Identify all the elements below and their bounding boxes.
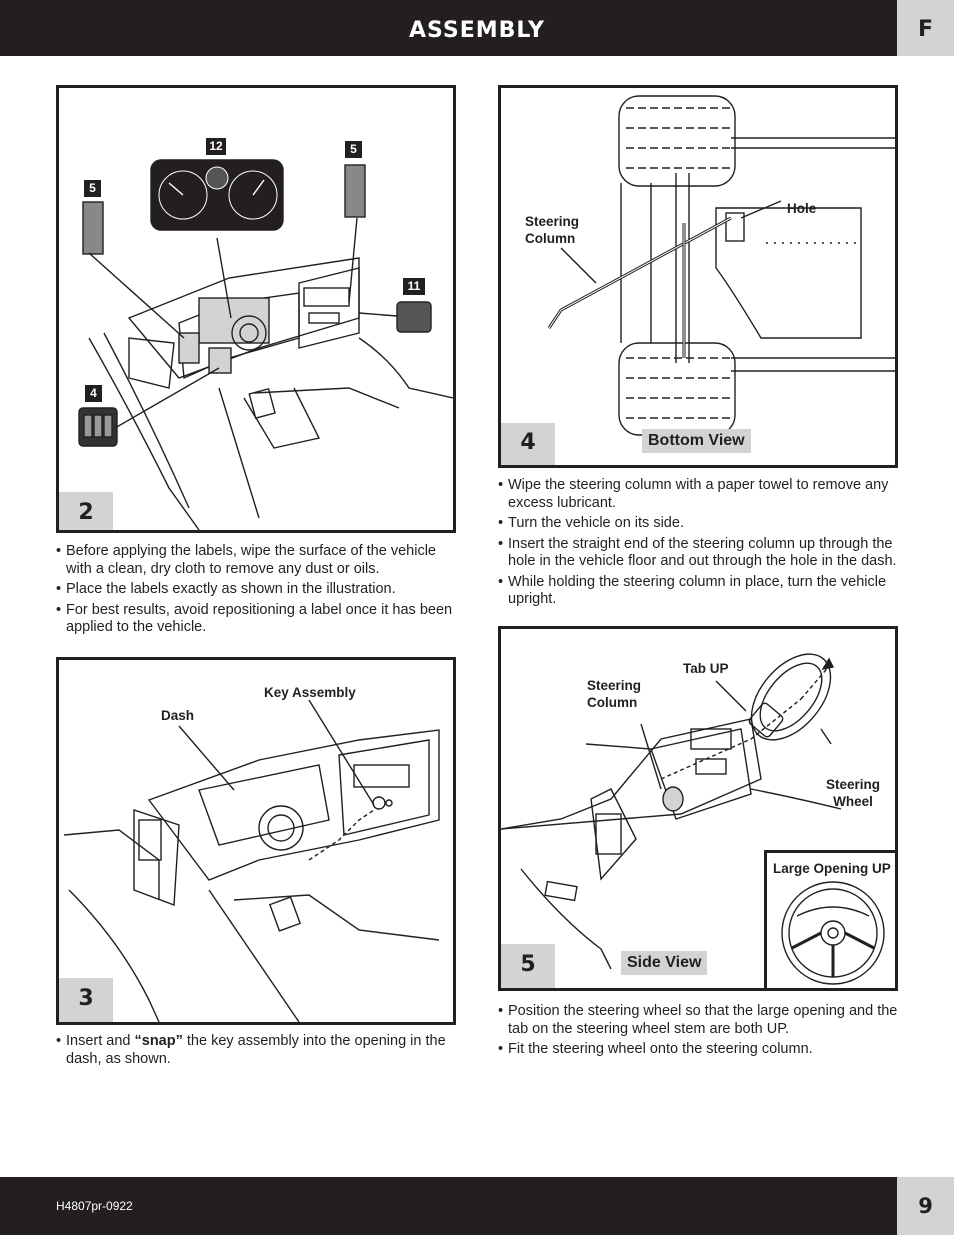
callout-large-opening-up: Large Opening UP: [773, 861, 891, 876]
callout-steering-column-line1: Steering: [525, 214, 580, 229]
step2-illustration: 12 5 5 11 4 2: [56, 85, 456, 533]
step3-instructions: Insert and “snap” the key assembly into …: [56, 1033, 456, 1071]
instruction-item: Turn the vehicle on its side.: [498, 515, 903, 533]
instruction-item: Insert the straight end of the steering …: [498, 536, 903, 571]
step5-instructions: Position the steering wheel so that the …: [498, 1003, 913, 1062]
instruction-item: Position the steering wheel so that the …: [498, 1003, 913, 1038]
header-bar: ASSEMBLY: [0, 0, 954, 56]
callout-steering-column-line1: Steering: [587, 678, 642, 693]
view-label: Bottom View: [642, 429, 751, 453]
callout-steering-column-line2: Column: [525, 231, 576, 246]
label-number-12: 12: [206, 138, 226, 155]
page-number: 9: [897, 1177, 954, 1235]
steering-wheel-icon: [781, 881, 885, 985]
label-number-11: 11: [403, 278, 425, 295]
instruction-text: the key assembly into the opening in the…: [66, 1033, 446, 1067]
step3-illustration: Key Assembly Dash 3: [56, 657, 456, 1025]
section-tab: F: [897, 0, 954, 56]
callout-steering-column-line2: Column: [587, 695, 638, 710]
step4-illustration: Steering Column Hole Bottom View 4: [498, 85, 898, 468]
label-number-4: 4: [85, 385, 102, 402]
callout-steering-wheel-line1: Steering: [825, 777, 880, 792]
label-number-5-right: 5: [345, 141, 362, 158]
step-number: 2: [59, 492, 113, 530]
instruction-emphasis: “snap”: [134, 1033, 183, 1049]
step-number: 4: [501, 423, 555, 465]
bottom-view-drawing: [547, 95, 895, 436]
instruction-item: Wipe the steering column with a paper to…: [498, 477, 903, 512]
step-number: 5: [501, 944, 555, 988]
instruction-text: Insert and: [66, 1033, 135, 1049]
view-label: Side View: [621, 951, 708, 975]
key-assembly-drawing: [63, 699, 440, 1022]
instruction-item: While holding the steering column in pla…: [498, 574, 903, 609]
page-title: ASSEMBLY: [409, 18, 545, 43]
large-opening-inset: Large Opening UP: [764, 850, 895, 988]
callout-tab-up: Tab UP: [683, 661, 729, 676]
document-number: H4807pr-0922: [56, 1199, 133, 1213]
dashboard-labels-drawing: [78, 159, 453, 530]
callout-hole: Hole: [787, 201, 817, 216]
step4-instructions: Wipe the steering column with a paper to…: [498, 477, 903, 612]
step-number: 3: [59, 978, 113, 1022]
footer-bar: [0, 1177, 954, 1235]
instruction-item: Insert and “snap” the key assembly into …: [56, 1033, 456, 1068]
side-view-drawing: [501, 653, 842, 970]
step2-instructions: Before applying the labels, wipe the sur…: [56, 543, 461, 640]
label-number-5-left: 5: [84, 180, 101, 197]
step5-illustration: Tab UP Steering Column Steering Wheel La…: [498, 626, 898, 991]
callout-dash: Dash: [161, 708, 195, 723]
instruction-item: Before applying the labels, wipe the sur…: [56, 543, 461, 578]
callout-steering-wheel-line2: Wheel: [833, 794, 873, 809]
instruction-item: Fit the steering wheel onto the steering…: [498, 1041, 913, 1059]
instruction-item: For best results, avoid repositioning a …: [56, 602, 461, 637]
callout-key-assembly: Key Assembly: [264, 685, 356, 700]
instruction-item: Place the labels exactly as shown in the…: [56, 581, 461, 599]
